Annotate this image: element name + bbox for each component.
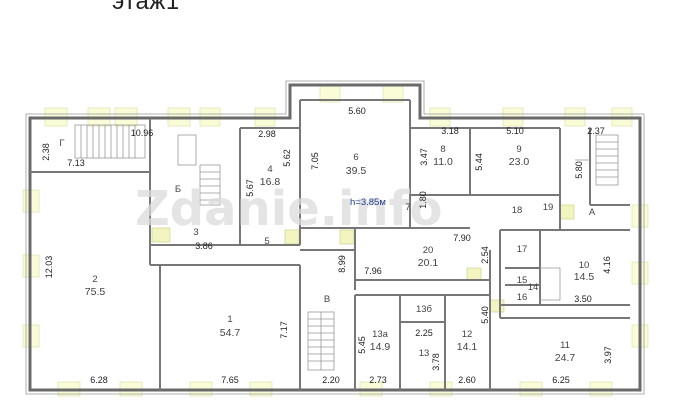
dim-5-44: 5.44 (474, 153, 484, 171)
dim-8-99: 8.99 (337, 255, 347, 273)
dim-5-60: 5.60 (348, 106, 366, 116)
dim-4-16: 4.16 (602, 256, 612, 274)
floor-title: этаж1 (112, 0, 180, 15)
dim-6-28: 6.28 (90, 375, 108, 385)
room-2-number: 2 (92, 274, 97, 285)
room-1-number: 1 (227, 314, 232, 325)
stair-b-label: Б (175, 184, 181, 195)
room-10-area: 14.5 (574, 271, 595, 283)
dim-5-62: 5.62 (282, 149, 292, 167)
room-9-number: 9 (516, 144, 521, 155)
dim-1-80: 1.80 (418, 191, 428, 209)
room-19-number: 19 (543, 202, 554, 213)
dim-7-90: 7.90 (453, 233, 471, 243)
room-4-area: 16.8 (260, 176, 281, 188)
outer-walls (25, 80, 645, 395)
room-6-area: 39.5 (346, 165, 367, 177)
room-17-number: 17 (517, 244, 528, 255)
watermark: Zdanie.info (135, 181, 442, 237)
dimension-labels: 5.60 10.96 2.38 7.13 2.98 5.62 5.67 7.05… (41, 106, 613, 385)
room-14-number: 14 (528, 282, 539, 293)
room-12-number: 12 (462, 329, 473, 340)
staircase-g (74, 124, 221, 206)
dim-10-96: 10.96 (131, 128, 154, 138)
room-labels: 2 75.5 1 54.7 3 4 16.8 5 6 39.5 7 8 11.0… (59, 138, 595, 364)
dim-5-80: 5.80 (574, 161, 584, 179)
room-6-number: 6 (353, 152, 358, 163)
dim-5-67: 5.67 (245, 179, 255, 197)
dim-3-47: 3.47 (419, 148, 429, 166)
dim-2-60: 2.60 (458, 375, 476, 385)
dim-2-98: 2.98 (258, 129, 276, 139)
dim-7-96: 7.96 (364, 266, 382, 276)
room-20-number: 20 (423, 245, 434, 256)
room-5-number: 5 (264, 236, 269, 247)
staircase-v (307, 311, 335, 371)
staircase-a (575, 134, 619, 186)
dim-2-54: 2.54 (480, 246, 490, 264)
room-13-number: 13 (419, 348, 430, 359)
room-3-number: 3 (193, 227, 198, 238)
room-20-area: 20.1 (418, 257, 439, 269)
stair-g-label: Г (59, 138, 64, 149)
dim-12-03: 12.03 (44, 256, 54, 279)
dim-6-25: 6.25 (552, 375, 570, 385)
dim-7-05: 7.05 (310, 152, 320, 170)
room-10-number: 10 (579, 260, 590, 271)
room-15-number: 15 (517, 275, 528, 286)
dim-7-13: 7.13 (67, 158, 85, 168)
room-9-area: 23.0 (509, 156, 530, 168)
dim-2-25: 2.25 (415, 328, 433, 338)
room-13a-number: 13а (372, 329, 389, 340)
dim-2-38: 2.38 (41, 143, 51, 161)
dim-3-50: 3.50 (574, 294, 592, 304)
dim-2-37: 2.37 (587, 126, 605, 136)
dim-2-73: 2.73 (369, 375, 387, 385)
dim-3-18: 3.18 (441, 126, 459, 136)
dim-3-78: 3.78 (431, 353, 441, 371)
room-13b-number: 13б (416, 304, 433, 315)
room-11-area: 24.7 (555, 352, 576, 364)
room-18-number: 18 (512, 205, 523, 216)
dim-7-65: 7.65 (221, 375, 239, 385)
ceiling-height: h=3.85м (350, 197, 386, 208)
stair-a-label: А (589, 207, 596, 218)
room-7-number: 7 (405, 202, 410, 213)
room-11-number: 11 (560, 340, 570, 351)
dim-3-97: 3.97 (603, 346, 613, 364)
room-2-area: 75.5 (85, 286, 106, 298)
dim-7-17: 7.17 (279, 321, 289, 339)
dim-5-10: 5.10 (506, 126, 524, 136)
interior-walls (30, 99, 630, 390)
dim-2-20: 2.20 (322, 375, 340, 385)
room-4-number: 4 (267, 164, 272, 175)
room-13a-area: 14.9 (370, 341, 391, 353)
room-8-area: 11.0 (433, 156, 453, 168)
dim-5-40: 5.40 (480, 306, 490, 324)
dim-5-45: 5.45 (357, 336, 367, 354)
dim-3-86: 3.86 (195, 241, 213, 251)
room-12-area: 14.1 (457, 341, 478, 353)
room-1-area: 54.7 (220, 327, 241, 339)
room-16-number: 16 (517, 292, 528, 303)
stair-v-label: В (324, 294, 330, 305)
room-8-number: 8 (440, 144, 445, 155)
